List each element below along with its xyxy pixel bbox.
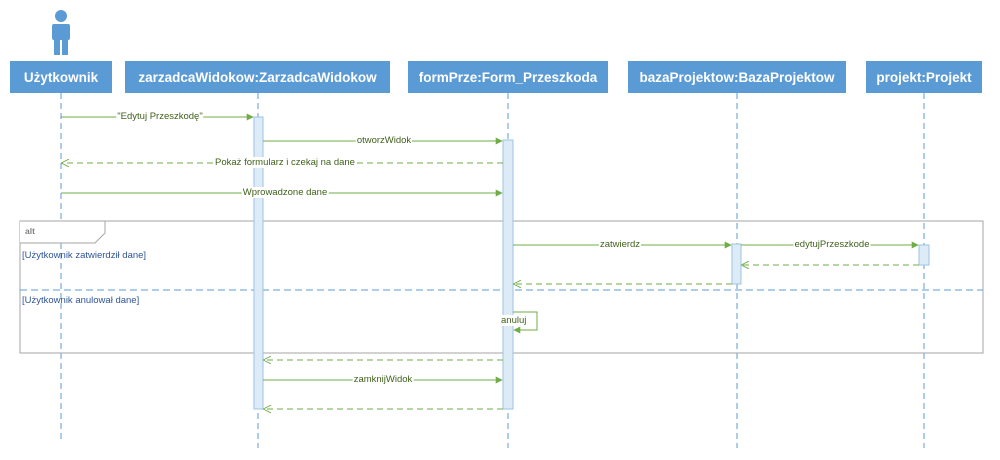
activation-baza [731, 243, 742, 285]
message-anuluj [513, 311, 538, 334]
lifeline-header-baza: bazaProjektow:BazaProjektow [628, 61, 846, 93]
guard-approved: [Użytkownik zatwierdził dane] [22, 250, 147, 261]
lifeline-header-form: formPrze:Form_Przeszkoda [408, 61, 608, 93]
message-label: zatwierdz [598, 239, 642, 250]
activation-zarzadca [253, 116, 264, 410]
message-label: anuluj [500, 315, 528, 326]
alt-fragment-tab [20, 220, 106, 244]
message-label: Pokaż formularz i czekaj na dane [214, 157, 356, 168]
activation-form [502, 139, 514, 410]
alt-operator-label: alt [25, 226, 35, 236]
alt-fragment [19, 220, 984, 354]
guard-cancelled: [Użytkownik anulował dane] [22, 295, 140, 306]
message-label: otworzWidok [355, 135, 413, 146]
message-label: zamknijWidok [352, 374, 414, 385]
lifeline-header-projekt: projekt:Projekt [866, 61, 982, 93]
lifeline-header-user: Użytkownik [10, 61, 112, 93]
message-label: Wprowadzone dane [241, 187, 329, 198]
activation-projekt [918, 244, 930, 266]
message-label: "Edytuj Przeszkodę" [116, 111, 204, 122]
person-icon [49, 10, 73, 55]
lifeline-header-zarzadca: zarzadcaWidokow:ZarzadcaWidokow [125, 61, 390, 93]
message-label: edytujPrzeszkode [793, 239, 871, 250]
